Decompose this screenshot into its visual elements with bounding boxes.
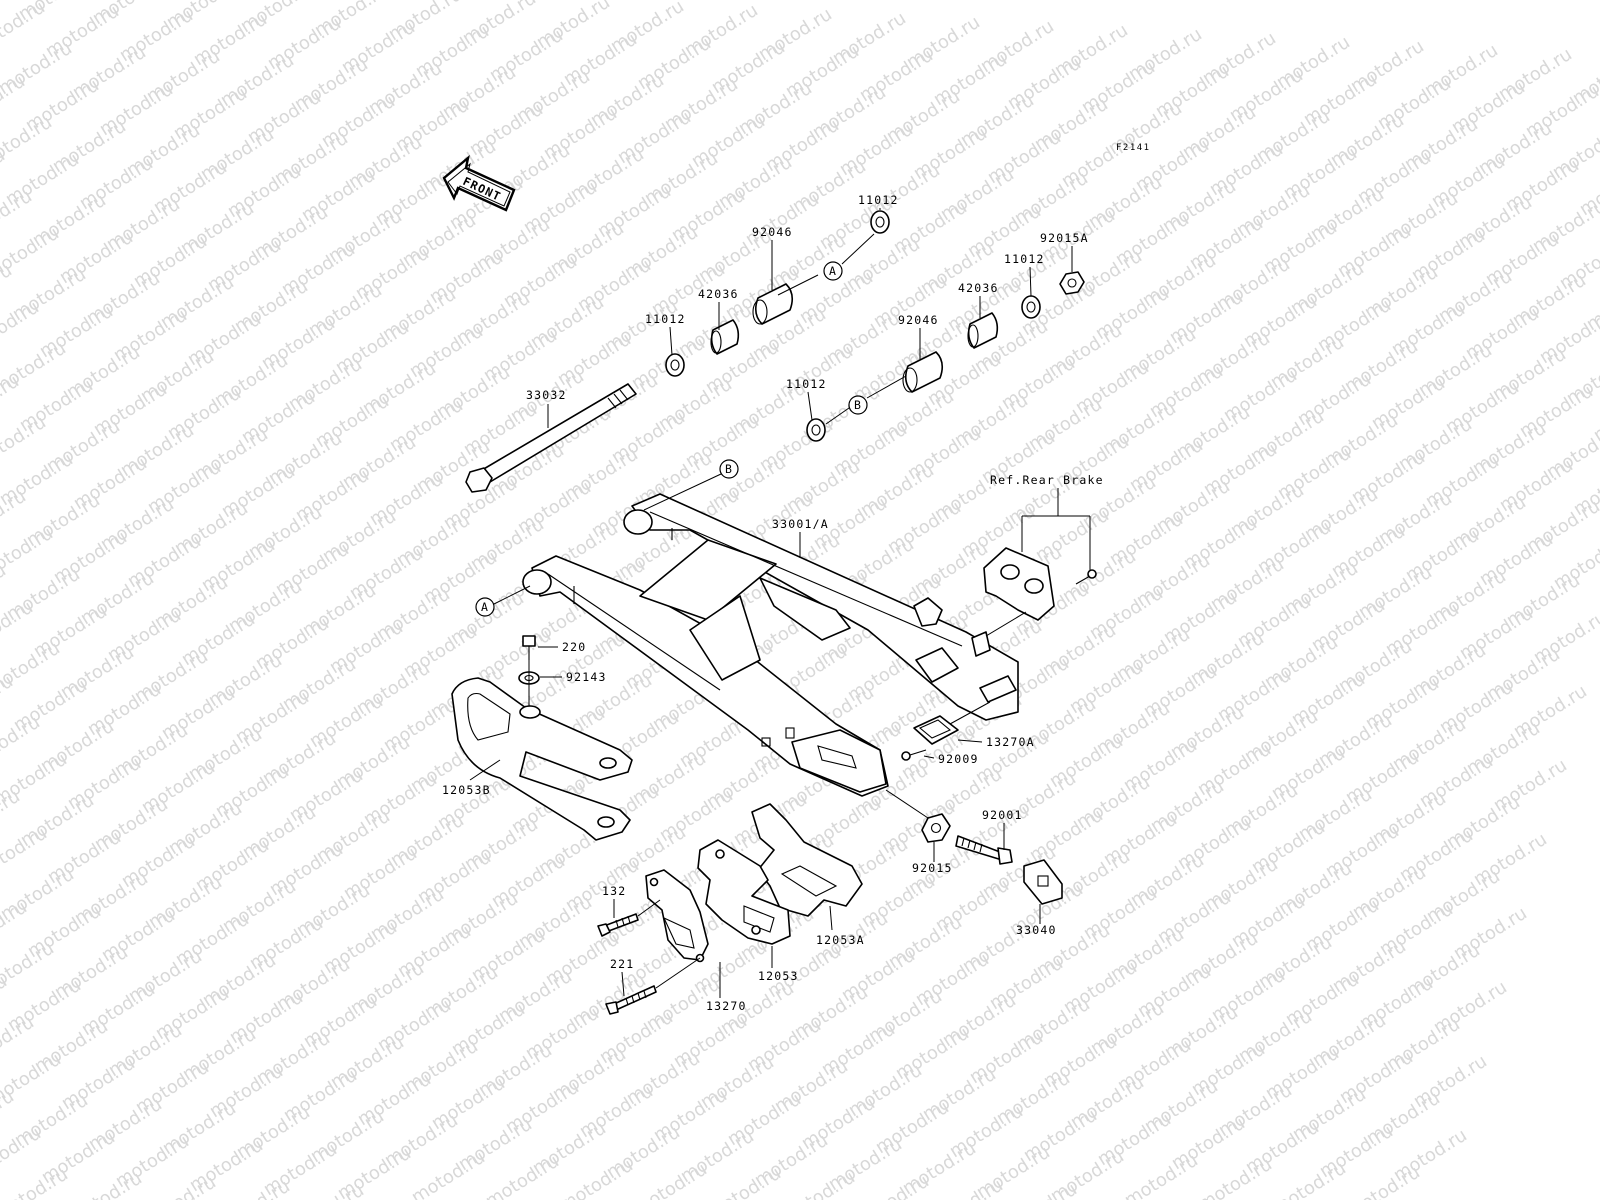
label-221: 221 <box>610 957 634 971</box>
label-220: 220 <box>562 640 586 654</box>
bolt-92001 <box>955 835 1013 865</box>
label-92015: 92015 <box>912 861 953 875</box>
chain-guide-12053b <box>451 677 633 841</box>
plate-13270a <box>913 715 959 745</box>
nut-92015 <box>921 813 951 843</box>
collar-11012-right <box>1021 295 1041 319</box>
bolt-brake-ref <box>1075 569 1097 585</box>
ref-marker-a-arm-label: A <box>481 600 489 614</box>
nut-92015a <box>1059 271 1085 295</box>
ref-marker-a-top <box>823 261 843 281</box>
ref-marker-a-top-label: A <box>829 264 837 278</box>
adjuster-block-33040 <box>1023 859 1063 905</box>
ref-marker-b-arm <box>719 459 739 479</box>
label-33032: 33032 <box>526 388 567 402</box>
label-12053b: 12053B <box>442 783 491 797</box>
label-13270a: 13270A <box>986 735 1035 749</box>
label-12053a: 12053A <box>816 933 865 947</box>
plate-13270 <box>645 869 709 963</box>
label-92001: 92001 <box>982 808 1023 822</box>
label-11012-right: 11012 <box>1004 252 1045 266</box>
screw-92009 <box>901 749 927 761</box>
label-92009: 92009 <box>938 752 979 766</box>
ref-marker-b-top-label: B <box>854 398 862 412</box>
collar-11012-left <box>665 353 685 377</box>
label-33001a: 33001/A <box>772 517 829 531</box>
label-12053: 12053 <box>758 969 799 983</box>
label-11012-left: 11012 <box>645 312 686 326</box>
chain-guide-12053a <box>751 803 863 917</box>
ref-marker-b-top <box>848 395 868 415</box>
bearing-92046-right <box>902 351 944 393</box>
swingarm-33001a <box>522 493 1019 797</box>
sleeve-42036-right <box>967 312 999 349</box>
pivot-shaft-33032 <box>465 383 637 493</box>
brake-bracket-ref <box>983 547 1055 621</box>
label-42036-right: 42036 <box>958 281 999 295</box>
figure-code: F2141 <box>1116 143 1151 153</box>
collar-11012-top <box>870 208 890 234</box>
label-92046-right: 92046 <box>898 313 939 327</box>
bolt-221 <box>605 985 657 1015</box>
collar-11012-b <box>806 418 826 442</box>
label-92046-top: 92046 <box>752 225 793 239</box>
ref-marker-b-arm-label: B <box>725 462 733 476</box>
label-33040: 33040 <box>1016 923 1057 937</box>
label-132: 132 <box>602 884 626 898</box>
sleeve-42036-left <box>710 319 740 355</box>
label-42036-left: 42036 <box>698 287 739 301</box>
label-11012-b: 11012 <box>786 377 827 391</box>
bolt-220 <box>522 635 536 660</box>
ref-marker-a-arm <box>475 597 495 617</box>
label-11012-top: 11012 <box>858 193 899 207</box>
bolt-132 <box>597 913 639 937</box>
chain-guide-12053 <box>697 839 791 945</box>
front-arrow-icon: FRONT <box>442 154 516 212</box>
label-92015a: 92015A <box>1040 231 1089 245</box>
label-13270: 13270 <box>706 999 747 1013</box>
label-ref-rear-brake: Ref.Rear Brake <box>990 473 1104 487</box>
bearing-92046-top <box>752 274 819 325</box>
label-92143: 92143 <box>566 670 607 684</box>
